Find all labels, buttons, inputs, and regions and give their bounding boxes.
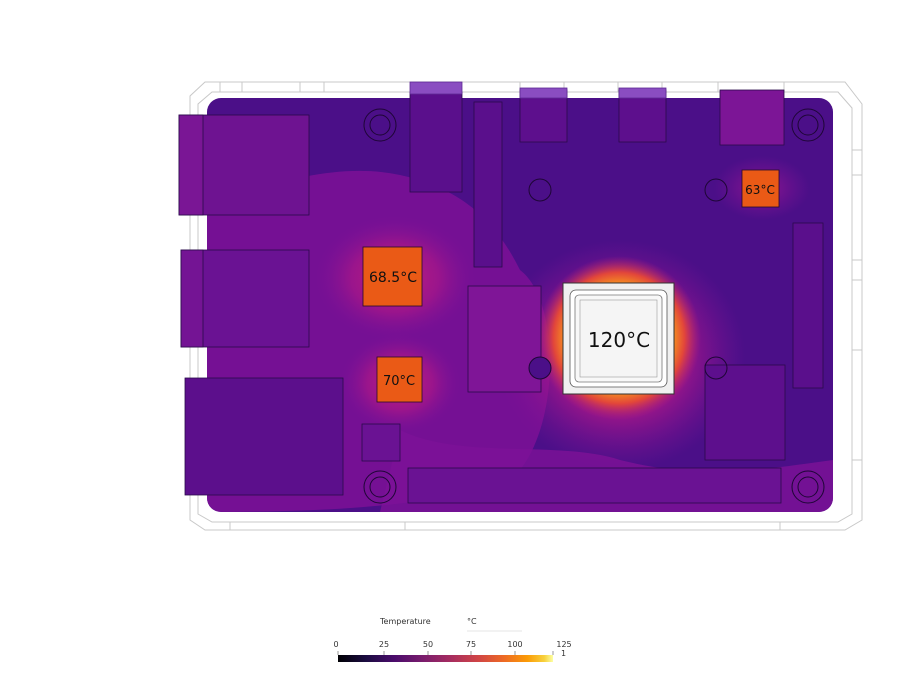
ic-left-upper-label: 68.5°C (369, 270, 417, 286)
hot-components: 68.5°C 70°C 63°C 120°C (362, 169, 780, 403)
ic-left-lower-label: 70°C (383, 374, 415, 389)
connector-top-mid-right (618, 89, 667, 143)
ethernet-port (184, 377, 344, 496)
ic-left-lower-chip (376, 356, 423, 403)
legend-ticks: 0 25 50 75 100 125 1 (333, 640, 571, 658)
legend-tick-100: 100 (507, 640, 522, 649)
legend-end-mark: 1 (561, 649, 566, 658)
legend-tick-125: 125 (556, 640, 571, 649)
legend-tick-50: 50 (423, 640, 433, 649)
ribbon-connector-vertical (473, 101, 503, 268)
soc-label: 120°C (588, 328, 650, 352)
legend-tick-0: 0 (333, 640, 338, 649)
legend-tick-75: 75 (466, 640, 476, 649)
connector-top-left (409, 91, 463, 193)
ic-left-upper-chip (362, 246, 423, 307)
gpio-header (792, 222, 824, 389)
memory-chip (467, 285, 542, 393)
legend-title: Temperature (379, 617, 431, 626)
case-outline (189, 81, 863, 531)
ic-top-right-chip (741, 169, 780, 208)
ic-top-right-label: 63°C (745, 183, 775, 197)
legend-tick-25: 25 (379, 640, 389, 649)
connector-top-mid (519, 89, 568, 143)
chip-right-lower (704, 364, 786, 461)
small-chip-lower (361, 423, 401, 462)
mounting-holes (363, 108, 825, 504)
legend-color-bar (338, 655, 553, 662)
legend-unit: °C (467, 617, 477, 626)
board-components (178, 81, 824, 504)
soc-chip: 120°C (562, 282, 675, 395)
legend-tick-marks (337, 651, 554, 655)
bottom-header (407, 467, 782, 504)
connector-top-right (719, 89, 785, 146)
temperature-legend: Temperature °C 0 25 50 75 100 125 1 (333, 617, 572, 662)
